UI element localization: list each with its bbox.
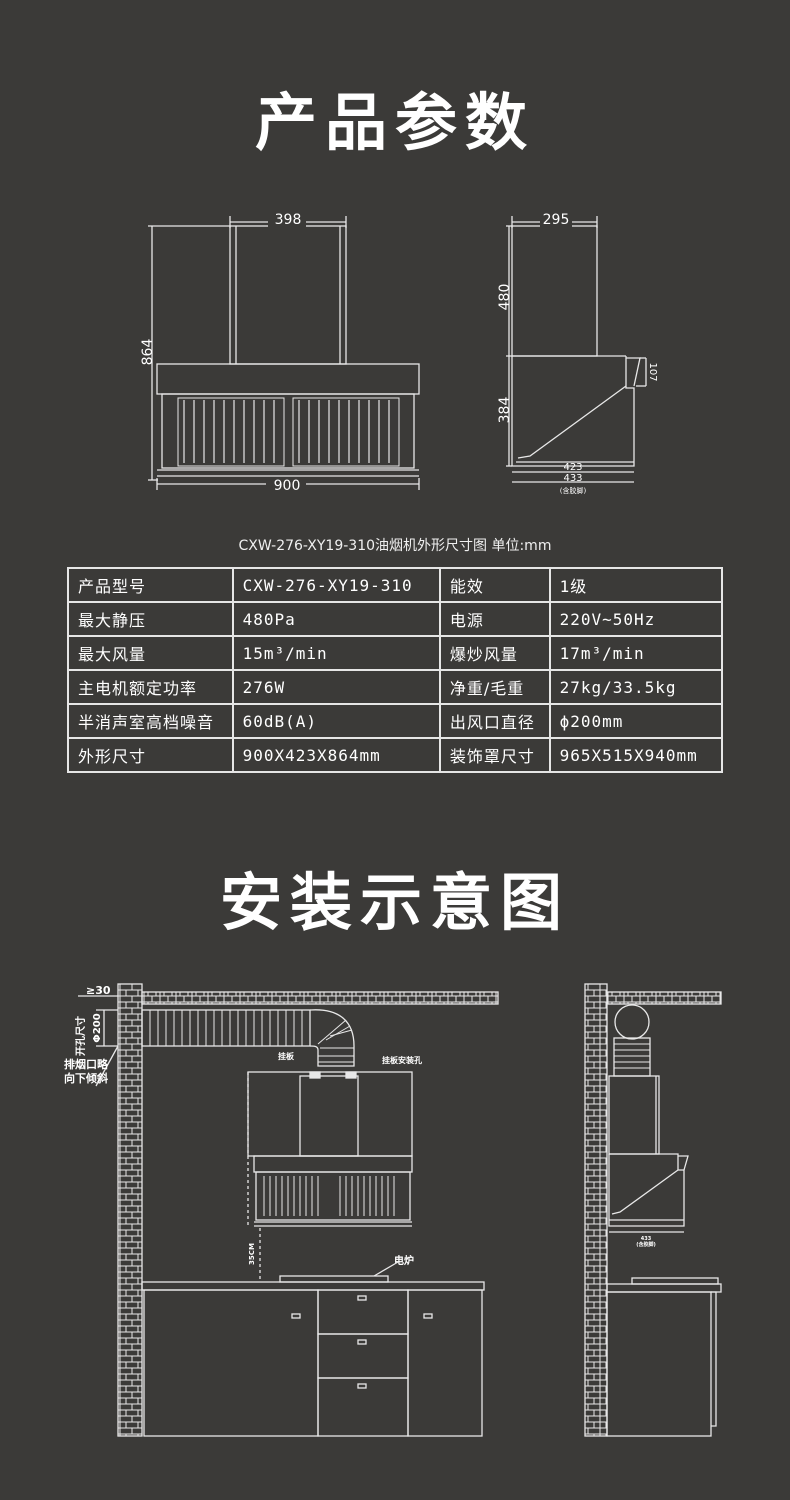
dim-depth-2: 433 [563, 473, 582, 484]
dim-depth-note: (含胶脚) [560, 486, 587, 495]
table-row: 最大静压 480Pa 电源 220V~50Hz [67, 601, 724, 637]
spec-value: 220V~50Hz [548, 601, 724, 637]
install-front-drawing [78, 983, 499, 1437]
section-title-install: 安装示意图 [219, 866, 570, 939]
spec-label: 半消声室高档噪音 [67, 703, 234, 739]
spec-label: 外形尺寸 [67, 737, 234, 773]
label-hole-size: 开孔尺寸 [74, 1016, 87, 1056]
spec-value: 15m³/min [231, 635, 441, 671]
label-hanger-holes: 挂板安装孔 [382, 1055, 422, 1065]
side-view-drawing [506, 216, 647, 483]
label-side-note: (含胶脚) [636, 1241, 656, 1248]
dim-panel-height: 107 [647, 362, 658, 381]
spec-label: 爆炒风量 [438, 635, 551, 671]
dim-lower-height: 384 [497, 397, 513, 424]
label-hanger: 挂板 [278, 1051, 295, 1061]
table-row: 主电机额定功率 276W 净重/毛重 27kg/33.5kg [67, 669, 724, 705]
label-slope-1: 排烟口略 [64, 1057, 109, 1071]
dim-top-depth: 295 [543, 212, 570, 228]
spec-label: 出风口直径 [438, 703, 551, 739]
label-gap: ≥30 [86, 984, 111, 997]
spec-label: 最大风量 [67, 635, 234, 671]
spec-label: 净重/毛重 [438, 669, 551, 705]
drawing-caption: CXW-276-XY19-310油烟机外形尺寸图 单位:mm [238, 538, 552, 554]
spec-value: 900X423X864mm [231, 737, 441, 773]
dim-upper-height: 480 [497, 284, 513, 311]
spec-table: 产品型号 CXW-276-XY19-310 能效 1级 最大静压 480Pa 电… [67, 567, 724, 773]
label-side-dim: 433 [641, 1236, 652, 1242]
spec-value: 60dB(A) [231, 703, 441, 739]
label-hole-dia: Φ200 [92, 1013, 103, 1042]
spec-label: 最大静压 [67, 601, 234, 637]
spec-value: 480Pa [231, 601, 441, 637]
table-row: 半消声室高档噪音 60dB(A) 出风口直径 ϕ200mm [67, 703, 724, 739]
dim-depth-1: 423 [563, 462, 582, 473]
spec-label: 主电机额定功率 [67, 669, 234, 705]
table-row: 产品型号 CXW-276-XY19-310 能效 1级 [67, 567, 724, 603]
spec-value: 965X515X940mm [548, 737, 724, 773]
spec-value: ϕ200mm [548, 703, 724, 739]
spec-value: 17m³/min [548, 635, 724, 671]
spec-label: 电源 [438, 601, 551, 637]
dim-bottom-width: 900 [274, 478, 301, 494]
spec-value: CXW-276-XY19-310 [231, 567, 441, 603]
spec-value: 27kg/33.5kg [548, 669, 724, 705]
table-row: 最大风量 15m³/min 爆炒风量 17m³/min [67, 635, 724, 671]
label-clearance: 35CM [248, 1243, 256, 1265]
spec-label: 产品型号 [67, 567, 234, 603]
install-side-drawing [584, 983, 722, 1437]
section-title-params: 产品参数 [254, 86, 535, 159]
dim-height: 864 [140, 339, 156, 366]
spec-value: 1级 [548, 567, 724, 603]
label-slope-2: 向下倾斜 [64, 1071, 108, 1085]
dim-top-width: 398 [275, 212, 302, 228]
table-row: 外形尺寸 900X423X864mm 装饰罩尺寸 965X515X940mm [67, 737, 724, 773]
spec-label: 装饰罩尺寸 [438, 737, 551, 773]
spec-label: 能效 [438, 567, 551, 603]
label-stove: 电炉 [394, 1254, 414, 1267]
spec-value: 276W [231, 669, 441, 705]
